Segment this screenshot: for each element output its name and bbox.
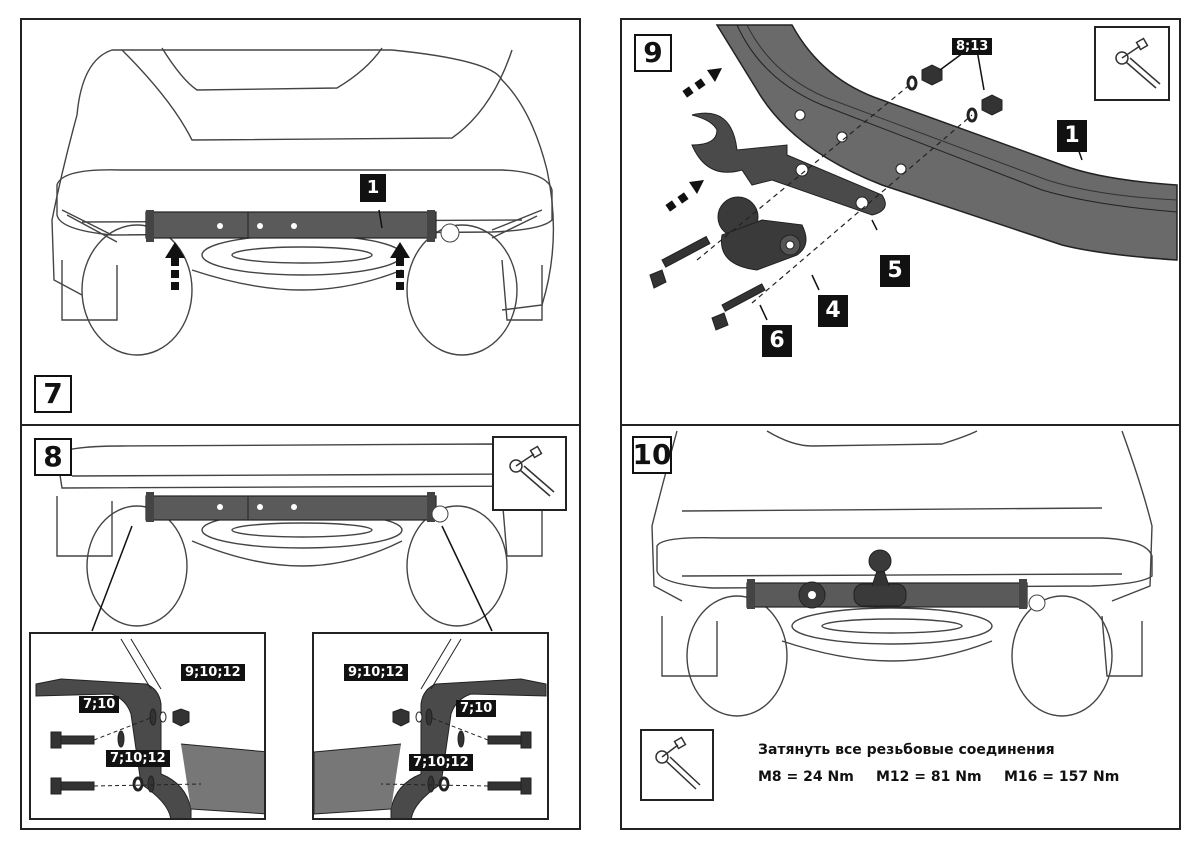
crossbar <box>145 492 449 523</box>
crossbar <box>145 210 460 243</box>
bracket-detail-left <box>35 638 264 818</box>
bracket-detail-right <box>314 638 547 818</box>
part-label-8-13: 8;13 <box>952 38 993 55</box>
torque-heading: Затянуть все резьбовые соединения <box>758 742 1055 758</box>
part-label-9-10-12: 9;10;12 <box>344 664 408 681</box>
nuts-washers <box>906 64 1003 123</box>
wrench-icon <box>509 445 555 497</box>
part-label-1: 1 <box>360 174 386 202</box>
detail-inset-right: 9;10;12 7;10 7;10;12 <box>312 632 549 820</box>
step-9-panel: 9 8;13 1 5 4 6 <box>620 18 1181 426</box>
step-7-panel: 1 7 <box>20 18 581 426</box>
part-label-9-10-12: 9;10;12 <box>181 664 245 681</box>
bolts <box>649 235 766 331</box>
part-label-7-10-12: 7;10;12 <box>106 750 170 767</box>
detail-inset-left: 9;10;12 7;10 7;10;12 <box>29 632 266 820</box>
part-label-7-10: 7;10 <box>456 700 497 717</box>
step-number-8: 8 <box>34 438 72 476</box>
tow-ball <box>717 196 807 271</box>
detail-pointer-lines <box>91 525 493 632</box>
torque-m12: M12 = 81 Nm <box>876 769 982 785</box>
car-rear-illustration <box>51 47 555 356</box>
part-label-4: 4 <box>818 295 848 327</box>
car-rear-installed-illustration <box>651 430 1153 717</box>
wrench-icon-box <box>640 729 714 801</box>
lift-arrows <box>165 242 410 290</box>
wrench-icon-box <box>1094 26 1170 101</box>
car-underside-illustration <box>56 443 558 632</box>
wrench-icon-box <box>492 436 567 511</box>
part-label-7-10-12: 7;10;12 <box>409 754 473 771</box>
direction-arrows <box>665 68 722 212</box>
torque-m8: M8 = 24 Nm <box>758 769 854 785</box>
part-label-6: 6 <box>762 325 792 357</box>
part-label-7-10: 7;10 <box>79 696 120 713</box>
torque-m16: M16 = 157 Nm <box>1004 769 1120 785</box>
crossbar-beam <box>715 24 1178 261</box>
installed-crossbar <box>746 549 1046 612</box>
exploded-assembly-illustration <box>649 24 1178 331</box>
wrench-icon <box>655 736 701 790</box>
step-number-10: 10 <box>632 436 672 474</box>
part-label-5: 5 <box>880 255 910 287</box>
step-8-panel: 8 9;10;12 7;1 <box>20 424 581 830</box>
leader-arrows <box>759 49 1083 321</box>
wrench-icon <box>1115 37 1161 89</box>
part-label-1: 1 <box>1057 120 1087 152</box>
step-10-panel: 10 Затянуть все резьбовые соединения M8 … <box>620 424 1181 830</box>
assembly-lines <box>696 82 973 304</box>
step-number-9: 9 <box>634 34 672 72</box>
step-number-7: 7 <box>34 375 72 413</box>
